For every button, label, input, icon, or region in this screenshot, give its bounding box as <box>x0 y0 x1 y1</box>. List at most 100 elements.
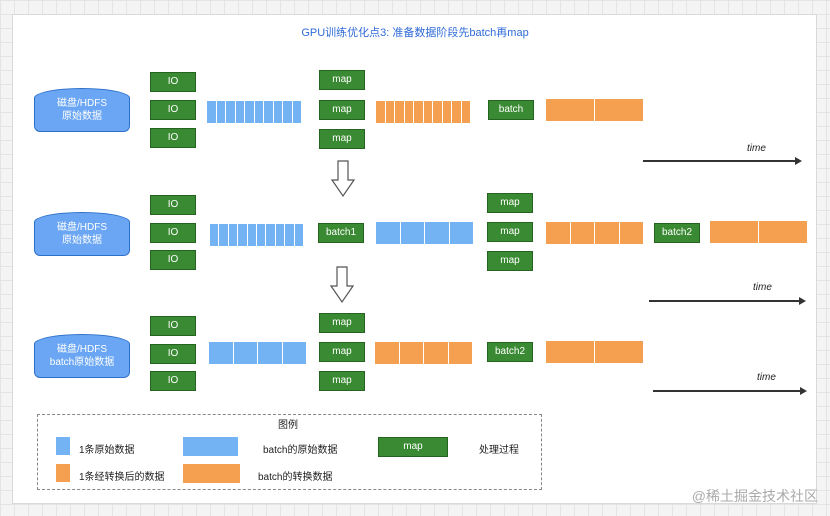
converted-single-cell <box>385 101 395 123</box>
converted-batch-cell <box>595 99 643 121</box>
disk-label-line2: 原始数据 <box>62 235 102 246</box>
legend-box <box>37 414 542 490</box>
raw-single-cell <box>219 224 229 246</box>
raw-single-cell <box>235 101 245 123</box>
map-box: map <box>319 129 365 149</box>
disk-label-line1: 磁盘/HDFS <box>57 344 107 355</box>
raw-batch-cell <box>449 222 473 244</box>
down-arrow-icon <box>331 160 355 198</box>
converted-single-cell <box>442 101 452 123</box>
legend-single-raw-label: 1条原始数据 <box>79 445 135 456</box>
raw-single-cell <box>207 101 217 123</box>
raw-batch-cell <box>400 222 425 244</box>
converted-batch-cell <box>759 221 807 243</box>
converted-single-cell <box>433 101 443 123</box>
raw-single-cell <box>283 101 293 123</box>
legend-single-converted-label: 1条经转换后的数据 <box>79 472 165 483</box>
batch2-box: batch2 <box>487 342 533 362</box>
down-arrow-icon <box>330 266 354 304</box>
watermark: @稀土掘金技术社区 <box>691 488 818 504</box>
raw-single-cell <box>257 224 267 246</box>
raw-single-cell <box>238 224 248 246</box>
raw-single-cell <box>210 224 220 246</box>
disk-hdfs-row2: 磁盘/HDFS 原始数据 <box>34 212 130 256</box>
converted-single-data-strip <box>375 342 472 364</box>
converted-single-cell <box>619 222 643 244</box>
raw-single-cell <box>216 101 226 123</box>
legend-batch-raw-swatch <box>183 437 238 456</box>
map-box: map <box>487 193 533 213</box>
converted-batch-cell <box>546 341 595 363</box>
map-box: map <box>319 70 365 90</box>
raw-batch-data-strip <box>209 342 306 364</box>
legend-process-box: map <box>378 437 448 457</box>
raw-single-cell <box>275 224 286 246</box>
io-box: IO <box>150 128 196 148</box>
converted-single-cell <box>376 101 386 123</box>
legend-process-label: 处理过程 <box>479 445 519 456</box>
disk-label-line1: 磁盘/HDFS <box>57 222 107 233</box>
batch2-box: batch2 <box>654 223 700 243</box>
raw-single-cell <box>228 224 239 246</box>
time-label: time <box>747 143 766 154</box>
raw-single-cell <box>245 101 255 123</box>
converted-single-cell <box>424 342 449 364</box>
converted-single-cell <box>595 222 620 244</box>
converted-batch-cell <box>546 99 595 121</box>
legend-batch-raw-label: batch的原始数据 <box>263 445 338 456</box>
raw-batch-cell <box>425 222 450 244</box>
io-box: IO <box>150 344 196 364</box>
raw-batch-cell <box>282 342 306 364</box>
legend-title: 图例 <box>278 420 298 431</box>
raw-single-data-strip <box>207 101 301 123</box>
time-label: time <box>757 372 776 383</box>
legend-batch-converted-label: batch的转换数据 <box>258 472 333 483</box>
raw-single-cell <box>292 101 301 123</box>
converted-batch-cell <box>595 341 643 363</box>
map-box: map <box>319 342 365 362</box>
time-arrow <box>643 157 802 164</box>
io-box: IO <box>150 223 196 243</box>
converted-single-cell <box>452 101 462 123</box>
legend-single-converted-swatch <box>56 464 70 482</box>
raw-batch-cell <box>376 222 401 244</box>
io-box: IO <box>150 371 196 391</box>
raw-single-cell <box>226 101 236 123</box>
raw-batch-cell <box>209 342 234 364</box>
converted-single-cell <box>404 101 414 123</box>
raw-batch-data-strip <box>376 222 473 244</box>
map-box: map <box>487 251 533 271</box>
time-label: time <box>753 282 772 293</box>
io-box: IO <box>150 72 196 92</box>
converted-batch-data-strip <box>546 341 643 363</box>
map-box: map <box>319 100 365 120</box>
converted-single-data-strip <box>376 101 470 123</box>
raw-single-cell <box>264 101 274 123</box>
converted-batch-data-strip <box>546 99 643 121</box>
time-arrow <box>653 387 807 394</box>
converted-single-cell <box>395 101 405 123</box>
raw-batch-cell <box>258 342 283 364</box>
raw-batch-cell <box>233 342 258 364</box>
disk-label-line1: 磁盘/HDFS <box>57 98 107 109</box>
disk-label-line2: batch原始数据 <box>49 357 115 368</box>
map-box: map <box>319 313 365 333</box>
batch-box: batch <box>488 100 534 120</box>
converted-single-data-strip <box>546 222 643 244</box>
io-box: IO <box>150 100 196 120</box>
diagram-title: GPU训练优化点3: 准备数据阶段先batch再map <box>301 27 529 39</box>
map-box: map <box>487 222 533 242</box>
converted-single-cell <box>461 101 470 123</box>
io-box: IO <box>150 316 196 336</box>
raw-single-cell <box>266 224 276 246</box>
converted-single-cell <box>399 342 424 364</box>
raw-single-cell <box>247 224 258 246</box>
raw-single-cell <box>294 224 304 246</box>
converted-single-cell <box>570 222 595 244</box>
io-box: IO <box>150 195 196 215</box>
converted-single-cell <box>423 101 433 123</box>
legend-batch-converted-swatch <box>183 464 240 483</box>
raw-single-cell <box>285 224 295 246</box>
converted-single-cell <box>375 342 400 364</box>
converted-batch-cell <box>710 221 759 243</box>
